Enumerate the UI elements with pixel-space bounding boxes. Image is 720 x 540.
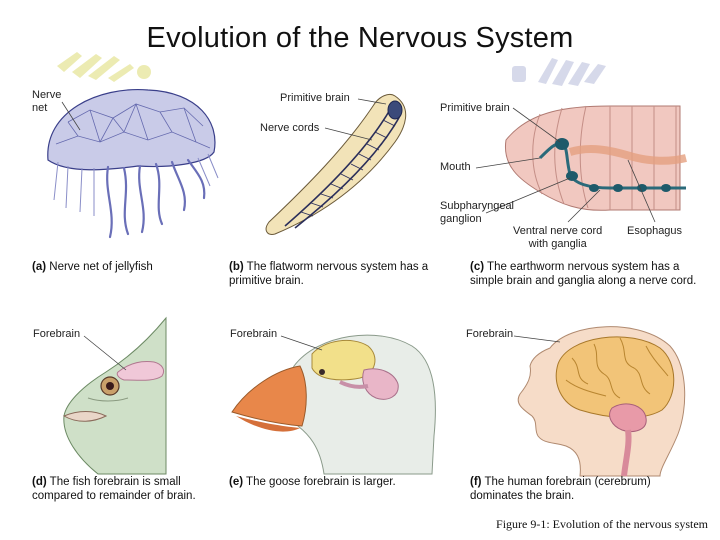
- caption-e-text: The goose forebrain is larger.: [243, 476, 396, 488]
- caption-b: (b) The flatworm nervous system has a pr…: [229, 261, 428, 288]
- caption-f: (f) The human forebrain (cerebrum) domin…: [470, 476, 651, 503]
- caption-a-letter: (a): [32, 261, 47, 273]
- label-ventral-nerve-cord: Ventral nerve cord with ganglia: [513, 225, 603, 250]
- figure-footer: Figure 9-1: Evolution of the nervous sys…: [496, 517, 708, 531]
- caption-b-letter: (b): [229, 261, 244, 273]
- label-subpharyngeal-ganglion: Subpharyngeal ganglion: [440, 200, 515, 225]
- caption-d: (d) The fish forebrain is small compared…: [32, 476, 196, 503]
- caption-c-text: The earthworm nervous system has a simpl…: [470, 261, 697, 287]
- label-mouth: Mouth: [440, 161, 471, 173]
- human-head-illustration: [517, 326, 686, 477]
- caption-a-text: Nerve net of jellyfish: [46, 261, 153, 273]
- label-forebrain-f: Forebrain: [466, 328, 514, 340]
- label-primitive-brain-c: Primitive brain: [440, 102, 510, 114]
- caption-e: (e) The goose forebrain is larger.: [229, 476, 396, 490]
- page-title: Evolution of the Nervous System: [146, 22, 574, 54]
- label-esophagus: Esophagus: [627, 225, 683, 237]
- decorative-marks-left: [57, 52, 151, 82]
- caption-c: (c) The earthworm nervous system has a s…: [470, 261, 696, 288]
- caption-f-letter: (f): [470, 476, 482, 488]
- label-forebrain-d: Forebrain: [33, 328, 81, 340]
- caption-c-letter: (c): [470, 261, 485, 273]
- caption-a: (a) Nerve net of jellyfish: [32, 261, 153, 275]
- decorative-marks-right: [512, 58, 606, 86]
- fish-illustration: [62, 316, 167, 475]
- earthworm-illustration: [504, 105, 687, 211]
- label-nerve-net: Nerve net: [32, 89, 62, 114]
- goose-illustration: [231, 334, 436, 475]
- caption-e-letter: (e): [229, 476, 244, 488]
- caption-b-text: The flatworm nervous system has a primit…: [229, 261, 429, 287]
- flatworm-illustration: [265, 93, 407, 235]
- caption-d-letter: (d): [32, 476, 47, 488]
- jellyfish-illustration: [47, 89, 219, 239]
- label-primitive-brain-b: Primitive brain: [280, 92, 350, 104]
- label-nerve-cords: Nerve cords: [260, 122, 320, 134]
- caption-d-text: The fish forebrain is small compared to …: [32, 476, 196, 502]
- label-forebrain-e: Forebrain: [230, 328, 278, 340]
- caption-f-text: The human forebrain (cerebrum) dominates…: [470, 476, 651, 502]
